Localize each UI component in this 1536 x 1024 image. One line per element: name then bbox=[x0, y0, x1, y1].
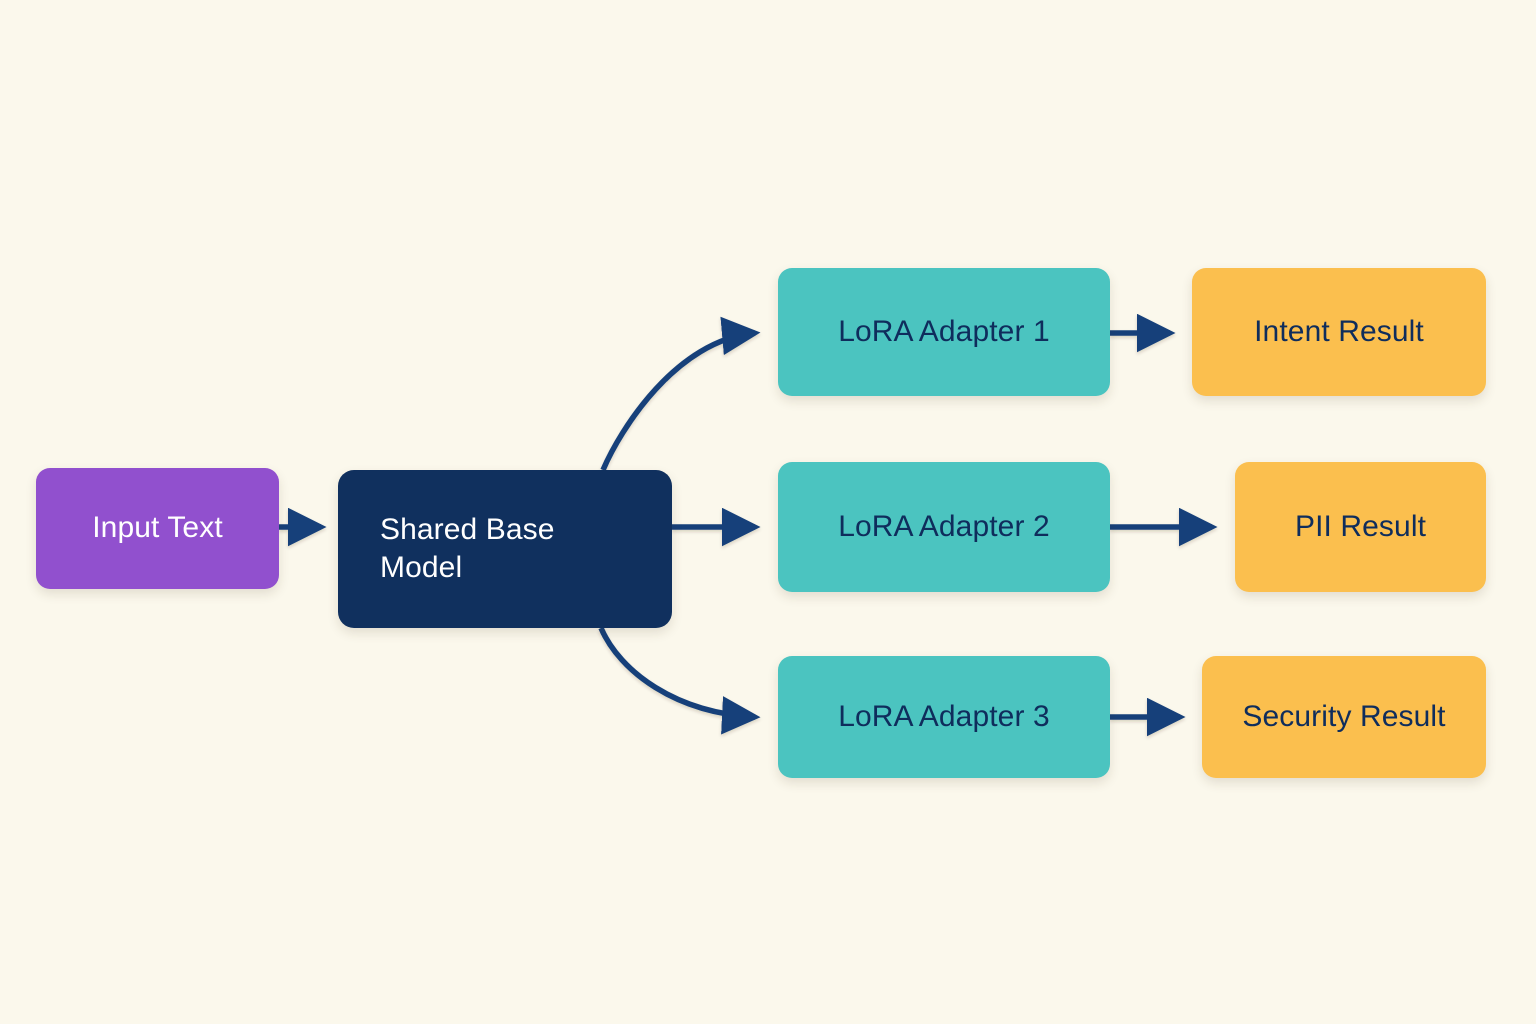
node-input-text-label: Input Text bbox=[92, 511, 223, 545]
node-intent-result[interactable]: Intent Result bbox=[1192, 268, 1486, 396]
node-lora-adapter-3-label: LoRA Adapter 3 bbox=[838, 699, 1050, 733]
node-lora-adapter-2-label: LoRA Adapter 2 bbox=[838, 509, 1050, 543]
node-security-result[interactable]: Security Result bbox=[1202, 656, 1486, 778]
node-security-result-label: Security Result bbox=[1242, 699, 1446, 733]
edge-base-to-adapter-3 bbox=[598, 626, 761, 735]
node-input-text[interactable]: Input Text bbox=[36, 468, 279, 589]
node-lora-adapter-1-label: LoRA Adapter 1 bbox=[838, 314, 1050, 348]
edge-base-to-adapter-1 bbox=[600, 316, 761, 472]
node-pii-result-label: PII Result bbox=[1294, 509, 1427, 543]
node-shared-base-model[interactable]: Shared Base Model bbox=[338, 470, 672, 628]
node-pii-result[interactable]: PII Result bbox=[1235, 462, 1486, 592]
node-intent-result-label: Intent Result bbox=[1254, 314, 1424, 348]
node-lora-adapter-3[interactable]: LoRA Adapter 3 bbox=[778, 656, 1110, 778]
node-lora-adapter-1[interactable]: LoRA Adapter 1 bbox=[778, 268, 1110, 396]
node-lora-adapter-2[interactable]: LoRA Adapter 2 bbox=[778, 462, 1110, 592]
node-shared-base-model-label: Shared Base Model bbox=[380, 512, 555, 584]
